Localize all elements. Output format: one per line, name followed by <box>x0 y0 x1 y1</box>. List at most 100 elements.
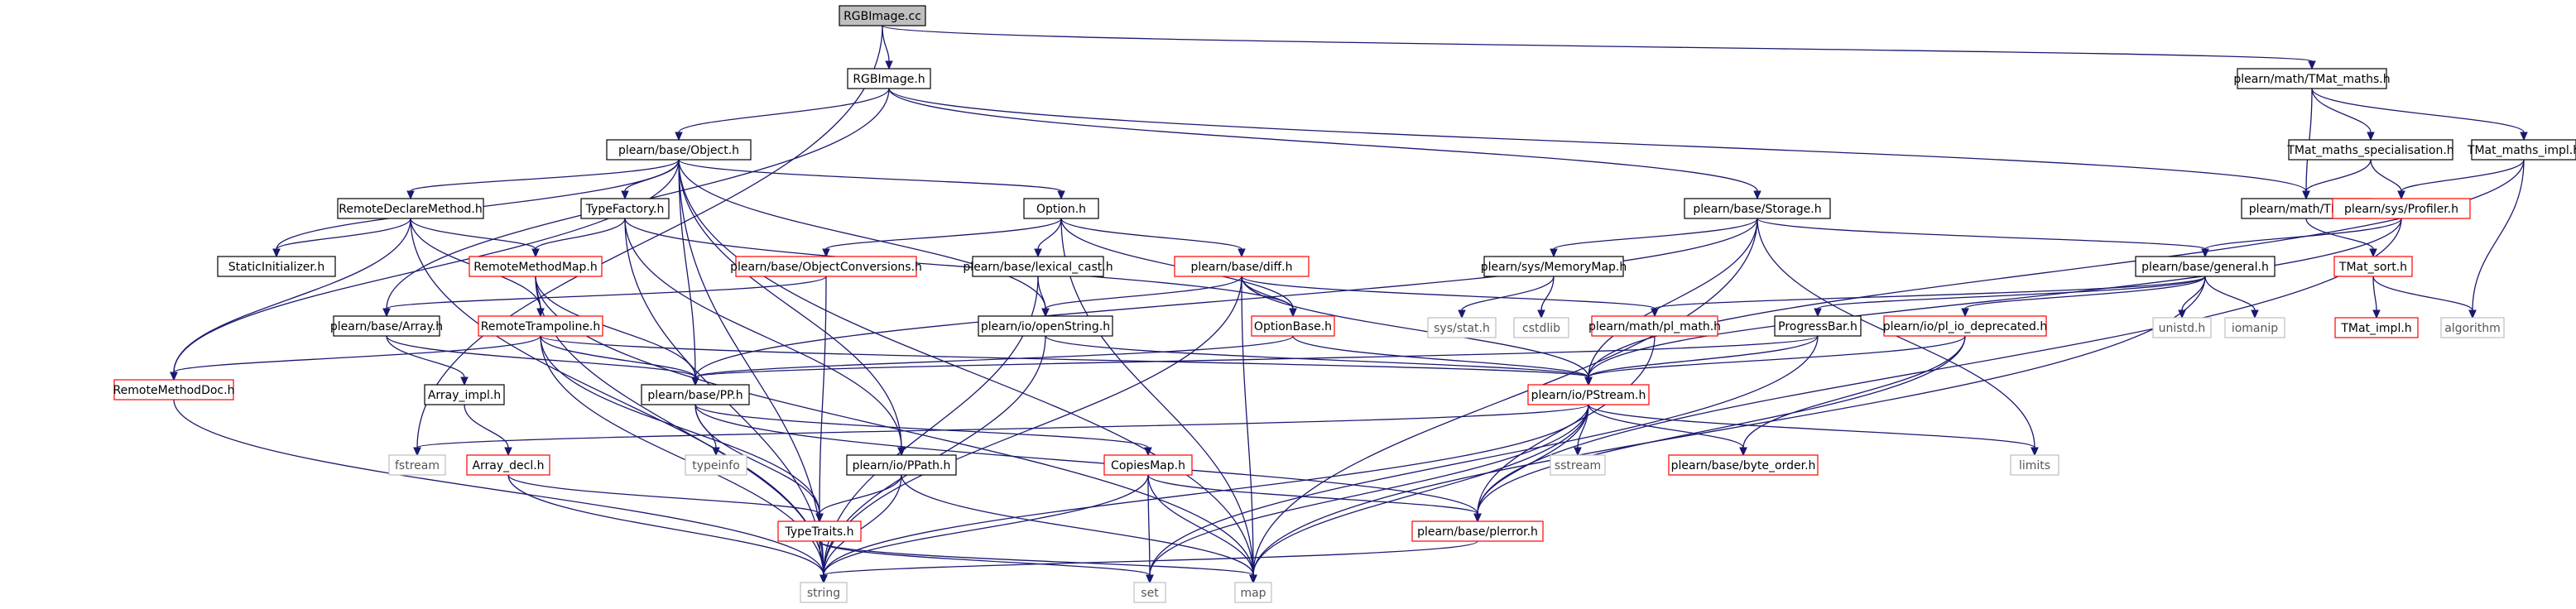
node-label: plearn/io/pl_io_deprecated.h <box>1883 320 2048 333</box>
node-plmath[interactable]: plearn/math/pl_math.h <box>1588 315 1721 337</box>
node-algorithm: algorithm <box>2440 317 2505 338</box>
node-optionbase[interactable]: OptionBase.h <box>1251 315 1335 337</box>
edge-tsort-to-algorithm <box>2372 276 2477 319</box>
node-array[interactable]: plearn/base/Array.h <box>330 315 443 337</box>
node-box <box>469 256 603 277</box>
node-box <box>606 139 752 161</box>
node-ppath[interactable]: plearn/io/PPath.h <box>846 454 957 476</box>
node-diff[interactable]: plearn/base/diff.h <box>1174 256 1310 277</box>
node-root[interactable]: RGBImage.cc <box>839 5 926 26</box>
edge-arrowhead <box>691 376 699 386</box>
edge-line <box>678 159 902 448</box>
edge-trampoline-to-pp <box>540 335 699 386</box>
node-profiler[interactable]: plearn/sys/Profiler.h <box>2332 198 2471 219</box>
node-label: TMat_maths_specialisation.h <box>2286 144 2453 157</box>
edge-line <box>1817 276 2206 309</box>
edge-line <box>1252 218 1758 576</box>
node-box <box>1883 315 2047 337</box>
edge-line <box>2204 276 2256 311</box>
node-box <box>972 256 1104 277</box>
node-box <box>1251 315 1335 337</box>
edge-line <box>1588 404 2035 448</box>
node-box <box>978 315 1113 337</box>
node-storage[interactable]: plearn/base/Storage.h <box>1684 198 1831 219</box>
node-pp[interactable]: plearn/base/PP.h <box>641 384 750 405</box>
edge-arrowhead <box>2308 60 2316 70</box>
edge-line <box>2204 218 2402 250</box>
node-byteorder[interactable]: plearn/base/byte_order.h <box>1668 454 1819 476</box>
node-string: string <box>800 582 848 603</box>
edge-storage-to-memmap <box>1550 218 1758 258</box>
node-box <box>641 384 750 405</box>
edge-general-to-iomanip <box>2204 276 2259 319</box>
node-progress[interactable]: ProgressBar.h <box>1774 315 1862 337</box>
node-trampoline[interactable]: RemoteTrampoline.h <box>478 315 603 337</box>
edge-arrowhead <box>1574 447 1582 457</box>
node-box <box>1513 317 1569 338</box>
edge-arrowhead <box>1739 447 1747 457</box>
edge-arrowhead <box>1651 308 1659 318</box>
edge-line <box>1588 335 1966 378</box>
node-box <box>2333 256 2413 277</box>
node-arraydecl[interactable]: Array_decl.h <box>466 454 550 476</box>
node-rgbh[interactable]: RGBImage.h <box>847 68 931 89</box>
node-pstream[interactable]: plearn/io/PStream.h <box>1527 384 1650 405</box>
edge-option-to-diff <box>1060 218 1246 258</box>
node-rmm[interactable]: RemoteMethodMap.h <box>469 256 603 277</box>
edge-line <box>540 335 1589 378</box>
edge-line <box>173 335 541 373</box>
node-rdm[interactable]: RemoteDeclareMethod.h <box>337 198 484 219</box>
edge-line <box>2472 159 2525 311</box>
edge-rmdoc-to-string <box>173 399 828 584</box>
node-general[interactable]: plearn/base/general.h <box>2135 256 2276 277</box>
edge-line <box>535 276 696 378</box>
edge-typetraits-to-set <box>819 540 1154 584</box>
node-plerror[interactable]: plearn/base/plerror.h <box>1411 520 1544 542</box>
node-copiesmap[interactable]: CopiesMap.h <box>1103 454 1193 476</box>
node-box <box>2440 317 2505 338</box>
node-box <box>777 520 862 542</box>
edge-arrowhead <box>2251 309 2259 319</box>
edge-line <box>1742 335 1966 448</box>
node-label: TypeFactory.h <box>585 203 665 216</box>
node-option[interactable]: Option.h <box>1023 198 1099 219</box>
edge-line <box>888 88 1758 192</box>
node-objconv[interactable]: plearn/base/ObjectConversions.h <box>730 256 922 277</box>
node-openstring[interactable]: plearn/io/openString.h <box>978 315 1113 337</box>
edge-tsort-to-timpl <box>2372 276 2381 319</box>
node-lexcast[interactable]: plearn/base/lexical_cast.h <box>963 256 1113 277</box>
edge-line <box>1757 218 2206 250</box>
node-box <box>1668 454 1819 476</box>
node-box <box>478 315 603 337</box>
node-rmdoc[interactable]: RemoteMethodDoc.h <box>113 379 235 400</box>
node-tmatspec[interactable]: TMat_maths_specialisation.h <box>2286 139 2454 161</box>
node-timpl[interactable]: TMat_impl.h <box>2334 317 2419 338</box>
edge-iodep-to-plerror <box>1473 335 1966 523</box>
edge-line <box>1147 474 1478 515</box>
edge-line <box>173 399 824 576</box>
node-box <box>847 68 931 89</box>
edge-pp-to-copiesmap <box>694 404 1152 457</box>
node-box <box>580 198 670 219</box>
edge-line <box>1588 218 2402 378</box>
node-typefactory[interactable]: TypeFactory.h <box>580 198 670 219</box>
node-iodep[interactable]: plearn/io/pl_io_deprecated.h <box>1883 315 2048 337</box>
edge-line <box>276 218 411 250</box>
edge-rmm-to-map <box>535 276 1257 584</box>
node-tmatmaths[interactable]: plearn/math/TMat_maths.h <box>2233 68 2391 89</box>
edge-memmap-to-cstdlib <box>1537 276 1555 319</box>
node-static[interactable]: StaticInitializer.h <box>217 256 336 277</box>
edge-typetraits-to-map <box>819 540 1257 584</box>
edge-arrowhead <box>170 372 178 381</box>
node-arrayimpl[interactable]: Array_impl.h <box>424 384 505 405</box>
edge-tmatimpl-to-algorithm <box>2468 159 2525 319</box>
node-tsort[interactable]: TMat_sort.h <box>2333 256 2413 277</box>
node-tmatimpl[interactable]: TMat_maths_impl.h <box>2467 139 2576 161</box>
edge-arrowhead <box>1146 574 1154 584</box>
node-label: plearn/base/Object.h <box>618 144 739 157</box>
node-typetraits[interactable]: TypeTraits.h <box>777 520 862 542</box>
node-fstream: fstream <box>388 454 446 476</box>
edge-line <box>386 335 696 378</box>
node-object[interactable]: plearn/base/Object.h <box>606 139 752 161</box>
node-memmap[interactable]: plearn/sys/MemoryMap.h <box>1481 256 1627 277</box>
